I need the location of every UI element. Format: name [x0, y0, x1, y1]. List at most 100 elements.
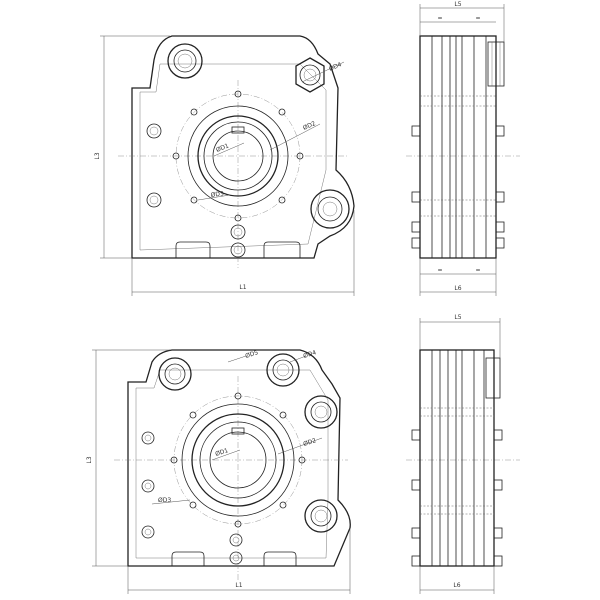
top-side-label-eq-left: =	[437, 15, 442, 22]
pitch-hole	[172, 152, 180, 160]
bottom-side-body-outline	[419, 349, 495, 567]
top-side-label-eq-bottom-left: =	[437, 267, 442, 274]
top-front-d4-leader	[301, 61, 345, 83]
pitch-hole	[170, 456, 178, 464]
pitch-hole	[234, 90, 242, 98]
bottom-front-fastener-bottom-a	[229, 533, 243, 547]
nut	[495, 125, 505, 137]
bottom-front-label-d5: ØD5	[244, 349, 259, 360]
bolt-head	[411, 221, 421, 233]
top-front-foot-slot-left	[175, 241, 211, 258]
pitch-hole	[234, 392, 242, 400]
bottom-front-flange-outline	[127, 349, 351, 567]
pitch-hole	[190, 196, 198, 204]
top-front-label-d4: ØD4	[328, 61, 343, 73]
pitch-hole	[190, 108, 198, 116]
top-front-fastener-left-upper	[146, 123, 162, 139]
top-front-label-d2: ØD2	[302, 120, 317, 132]
top-front-fastener-bottom-a	[230, 224, 246, 240]
bottom-side-bolts	[411, 429, 503, 567]
top-side-label-l5: L5	[454, 1, 461, 8]
top-side-view: L5 = = = = L6	[406, 1, 520, 296]
bottom-front-view: L3 L1 ØD5 ØD4 ØD1 ØD2 ØD3	[86, 349, 351, 594]
bottom-front-d2-leader	[277, 437, 323, 455]
top-front-body-ring	[187, 105, 289, 207]
top-front-bore-ring-outer	[197, 115, 279, 197]
bottom-front-label-d2: ØD2	[302, 437, 317, 448]
bottom-front-boss-upper-left	[158, 357, 192, 391]
pitch-hole	[279, 411, 287, 419]
bottom-front-pitch-holes	[170, 392, 306, 528]
bottom-front-fastener-left-1	[141, 431, 155, 445]
bottom-side-label-l5: L5	[454, 314, 461, 321]
bolt-head	[411, 191, 421, 203]
top-front-view: L3 L1 ØD1 ØD2 ØD3 ØD4	[94, 35, 355, 296]
top-side-body-outline	[419, 35, 497, 259]
nut	[493, 429, 503, 441]
bottom-front-label-l3: L3	[86, 456, 93, 463]
pitch-hole	[234, 214, 242, 222]
bottom-front-fastener-left-2	[141, 479, 155, 493]
pitch-hole	[279, 501, 287, 509]
top-front-flange-inner-line	[139, 63, 327, 251]
bottom-front-flange-inner-line	[135, 369, 329, 559]
top-front-d2-leader	[269, 123, 321, 151]
nut	[493, 479, 503, 491]
bottom-front-d4-leader	[289, 355, 307, 363]
top-front-fastener-bottom-b	[230, 242, 246, 258]
bottom-front-boss-right	[304, 395, 338, 429]
bolt-head	[411, 555, 421, 567]
nut	[495, 221, 505, 233]
bottom-front-bore-ring-mid	[199, 421, 277, 499]
bottom-front-boss-lower-right	[304, 499, 338, 533]
bottom-front-label-l1: L1	[235, 582, 242, 589]
bottom-front-bore	[209, 431, 267, 489]
bottom-front-boss-upper-right	[266, 353, 300, 387]
bottom-front-foot-slot-left	[171, 551, 205, 566]
top-front-pitch-circle	[175, 93, 301, 219]
top-front-boss-upper-left	[167, 43, 203, 79]
bottom-front-pitch-circle	[173, 395, 303, 525]
bottom-front-fastener-left-3	[141, 525, 155, 539]
pitch-hole	[189, 411, 197, 419]
top-front-label-l1: L1	[239, 284, 246, 291]
nut	[495, 237, 505, 249]
bottom-front-bore-ring-outer	[191, 413, 285, 507]
nut	[493, 555, 503, 567]
bottom-front-d5-leader	[227, 355, 247, 363]
top-front-fastener-left-lower	[146, 192, 162, 208]
top-front-boss-upper-right	[295, 57, 325, 93]
pitch-hole	[278, 196, 286, 204]
top-side-label-l6: L6	[454, 285, 461, 292]
top-front-d3-leader	[197, 194, 231, 201]
top-front-label-d3: ØD3	[210, 190, 224, 199]
nut	[493, 527, 503, 539]
bolt-head	[411, 125, 421, 137]
top-front-bore	[212, 130, 264, 182]
bottom-side-label-l6: L6	[453, 582, 460, 589]
bolt-head	[411, 527, 421, 539]
bottom-front-label-d3: ØD3	[158, 497, 171, 504]
top-front-flange-outline	[131, 35, 355, 259]
bolt-head	[411, 429, 421, 441]
top-front-foot-slot-right	[263, 241, 301, 258]
top-front-pitch-holes	[172, 90, 304, 222]
bottom-front-d1-leader	[211, 449, 241, 461]
bottom-front-keyway	[231, 427, 245, 435]
bottom-front-body-ring	[181, 403, 295, 517]
top-front-bore-ring-mid	[203, 121, 273, 191]
top-side-label-eq-bottom-right: =	[475, 267, 480, 274]
bottom-side-view: L5 L6	[406, 314, 520, 594]
top-side-label-eq-right: =	[475, 15, 480, 22]
bottom-front-foot-slot-right	[263, 551, 297, 566]
top-side-bolts	[411, 125, 505, 249]
bottom-side-front-flange	[431, 349, 457, 567]
bottom-front-fastener-bottom-b	[229, 551, 243, 565]
top-front-label-l3: L3	[94, 152, 101, 159]
bolt-head	[411, 479, 421, 491]
bottom-front-label-d1: ØD1	[214, 447, 229, 458]
top-front-label-d1: ØD1	[215, 142, 230, 153]
top-front-keyway	[231, 126, 245, 134]
pitch-hole	[296, 152, 304, 160]
